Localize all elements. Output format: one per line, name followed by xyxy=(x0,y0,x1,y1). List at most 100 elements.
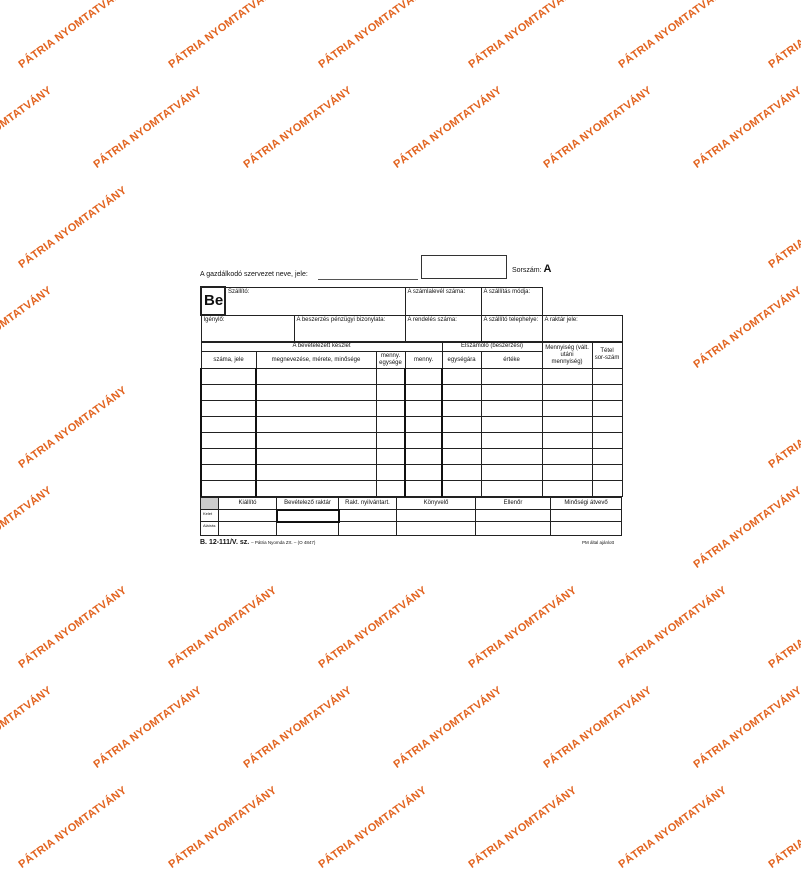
row-signature-label: Aláírás xyxy=(200,521,219,536)
table-cell[interactable] xyxy=(541,464,593,481)
table-cell[interactable] xyxy=(480,416,543,433)
table-row xyxy=(200,432,623,449)
table-cell[interactable] xyxy=(591,416,623,433)
row-date-label: Kelet xyxy=(200,509,219,522)
table-cell[interactable] xyxy=(480,368,543,385)
watermark-text: PÁTRIA NYOMTATVÁNY xyxy=(91,684,205,771)
table-cell[interactable] xyxy=(480,448,543,465)
table-cell[interactable] xyxy=(441,400,482,417)
table-cell[interactable] xyxy=(591,400,623,417)
table-cell[interactable] xyxy=(591,448,623,465)
table-cell[interactable] xyxy=(200,368,257,385)
shipping-field[interactable]: A szállítás módja: xyxy=(480,286,543,316)
table-cell[interactable] xyxy=(441,416,482,433)
finance-doc-field[interactable]: A beszerzés pénzügyi bizonylata: xyxy=(293,314,406,343)
table-cell[interactable] xyxy=(403,432,444,449)
table-cell[interactable] xyxy=(255,384,377,401)
table-cell[interactable] xyxy=(541,384,593,401)
table-cell[interactable] xyxy=(255,448,377,465)
table-cell[interactable] xyxy=(375,368,406,385)
table-cell[interactable] xyxy=(255,432,377,449)
table-cell[interactable] xyxy=(403,448,444,465)
table-cell[interactable] xyxy=(200,432,257,449)
table-cell[interactable] xyxy=(255,400,377,417)
footer-col: Ellenőr xyxy=(475,497,551,510)
table-cell[interactable] xyxy=(591,480,623,497)
table-cell[interactable] xyxy=(200,480,257,497)
table-cell[interactable] xyxy=(480,464,543,481)
table-cell[interactable] xyxy=(541,400,593,417)
date-cell[interactable] xyxy=(338,509,397,522)
table-cell[interactable] xyxy=(403,480,444,497)
watermark-text: PÁTRIA NYOMTATVÁNY xyxy=(541,684,655,771)
watermark-text: PÁTRIA NYOMTATVÁNY xyxy=(166,784,280,871)
table-cell[interactable] xyxy=(375,480,406,497)
table-cell[interactable] xyxy=(403,400,444,417)
table-cell[interactable] xyxy=(200,448,257,465)
table-cell[interactable] xyxy=(200,464,257,481)
signature-cell[interactable] xyxy=(338,521,397,536)
table-cell[interactable] xyxy=(255,464,377,481)
table-cell[interactable] xyxy=(441,432,482,449)
table-cell[interactable] xyxy=(441,368,482,385)
table-cell[interactable] xyxy=(441,464,482,481)
table-cell[interactable] xyxy=(441,480,482,497)
order-field[interactable]: A rendelés száma: xyxy=(404,314,482,343)
table-cell[interactable] xyxy=(403,384,444,401)
signature-cell[interactable] xyxy=(396,521,476,536)
table-cell[interactable] xyxy=(200,400,257,417)
watermark-text: PÁTRIA NYOMTATVÁNY xyxy=(16,184,130,271)
table-row xyxy=(200,368,623,385)
watermark-text: PÁTRIA NYOMTATVÁNY xyxy=(91,84,205,171)
supplier-field[interactable]: Szállító: xyxy=(224,286,406,316)
table-cell[interactable] xyxy=(591,432,623,449)
table-cell[interactable] xyxy=(200,416,257,433)
table-cell[interactable] xyxy=(255,416,377,433)
table-cell[interactable] xyxy=(541,368,593,385)
watermark-text: PÁTRIA NYOMTATVÁNY xyxy=(391,84,505,171)
table-cell[interactable] xyxy=(591,368,623,385)
signature-cell[interactable] xyxy=(550,521,622,536)
table-cell[interactable] xyxy=(541,480,593,497)
header-table: Be Szállító: A számlalevél száma: A szál… xyxy=(200,286,623,343)
table-cell[interactable] xyxy=(375,448,406,465)
table-cell[interactable] xyxy=(541,416,593,433)
table-cell[interactable] xyxy=(480,400,543,417)
table-cell[interactable] xyxy=(375,416,406,433)
table-cell[interactable] xyxy=(375,432,406,449)
table-cell[interactable] xyxy=(375,384,406,401)
table-cell[interactable] xyxy=(541,432,593,449)
table-cell[interactable] xyxy=(441,448,482,465)
table-cell[interactable] xyxy=(591,464,623,481)
table-cell[interactable] xyxy=(441,384,482,401)
table-cell[interactable] xyxy=(375,400,406,417)
table-cell[interactable] xyxy=(480,480,543,497)
table-cell[interactable] xyxy=(200,384,257,401)
signature-cell[interactable] xyxy=(218,521,277,536)
table-cell[interactable] xyxy=(403,368,444,385)
table-cell[interactable] xyxy=(375,464,406,481)
date-cell[interactable] xyxy=(218,509,277,522)
date-cell[interactable] xyxy=(550,509,622,522)
table-cell[interactable] xyxy=(403,464,444,481)
warehouse-field[interactable]: A raktár jele: xyxy=(541,314,623,343)
requester-field[interactable]: Igénylő: xyxy=(200,314,295,343)
signature-cell[interactable] xyxy=(276,521,339,536)
table-cell[interactable] xyxy=(591,384,623,401)
site-field[interactable]: A szállító telephelye: xyxy=(480,314,543,343)
invoice-field[interactable]: A számlalevél száma: xyxy=(404,286,482,316)
table-cell[interactable] xyxy=(541,448,593,465)
org-line xyxy=(318,279,418,280)
date-cell[interactable] xyxy=(396,509,476,522)
date-cell[interactable] xyxy=(275,508,340,523)
table-cell[interactable] xyxy=(480,384,543,401)
watermark-text: PÁTRIA NYOMTATVÁNY xyxy=(16,784,130,871)
form-code: B. 12-111/V. sz. – Pátria Nyomda Zrt. – … xyxy=(200,539,316,546)
table-cell[interactable] xyxy=(255,480,377,497)
table-cell[interactable] xyxy=(480,432,543,449)
table-cell[interactable] xyxy=(403,416,444,433)
col-name: megnevezése, mérete, minősége xyxy=(255,351,377,369)
date-cell[interactable] xyxy=(475,509,551,522)
signature-cell[interactable] xyxy=(475,521,551,536)
table-cell[interactable] xyxy=(255,368,377,385)
